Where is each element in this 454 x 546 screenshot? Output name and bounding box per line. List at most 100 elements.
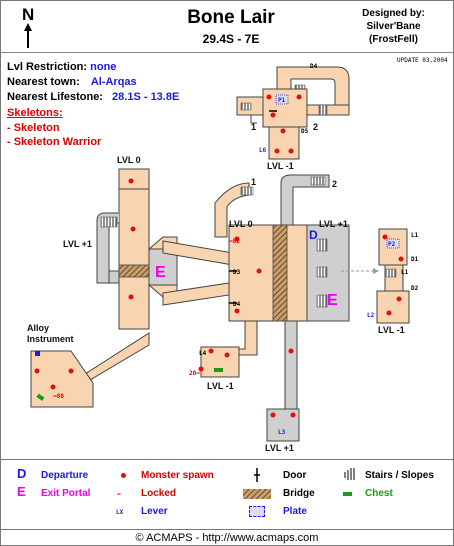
connector-2-top: 2 [313, 122, 319, 132]
monster-spawn-marker [34, 368, 40, 374]
legend-locked-icon: ⊸ [117, 491, 121, 498]
door-label-d1: D1 [411, 256, 419, 263]
nearest-lifestone-label: Nearest Lifestone: [7, 91, 103, 103]
top-level-minus1-area [236, 66, 350, 160]
level-restriction: Lvl Restriction: none [7, 61, 116, 73]
locked-80: ⊸80 [53, 393, 64, 400]
monster-spawn-marker [288, 348, 294, 354]
label-lvl1-left: LVL +1 [63, 239, 92, 249]
header-divider [1, 52, 453, 53]
lever-label-l2: L2 [367, 312, 375, 319]
monster-skeleton: - Skeleton [7, 122, 60, 134]
legend-stairs: Stairs / Slopes [365, 470, 434, 481]
legend-exit-portal: Exit Portal [41, 488, 91, 499]
locked-80-value: 80 [56, 393, 64, 400]
exit-portal-marker-left: E [155, 264, 166, 281]
map-coordinates: 29.4S - 7E [202, 32, 260, 46]
locked-82: ⊸82 [229, 238, 240, 245]
monster-spawn-marker [382, 234, 388, 240]
dungeon-map [30, 66, 410, 442]
legend-departure: Departure [41, 470, 89, 481]
skeletons-title: Skeletons: [7, 107, 63, 119]
plate-label-p1: P1 [278, 97, 286, 104]
door-label-d2: D2 [411, 285, 419, 292]
monster-spawn-marker [130, 226, 136, 232]
legend-chest: Chest [365, 488, 393, 499]
monster-spawn-marker [198, 366, 204, 372]
label-lvl-minus1-bottom: LVL -1 [207, 381, 234, 391]
lever-label-l1-a: L1 [411, 232, 419, 239]
legend-spawn-icon [121, 473, 126, 478]
locked-20-value: 20 [189, 370, 197, 377]
label-lvl-minus1-top: LVL -1 [267, 161, 294, 171]
monster-spawn-marker [224, 352, 230, 358]
legend-door-icon [254, 468, 260, 482]
monster-spawn-marker [280, 128, 286, 134]
connector-2-mid: 2 [332, 179, 338, 189]
label-lvl1-center: LVL +1 [319, 219, 348, 229]
legend-exit-symbol: E [17, 484, 26, 499]
legend: D Departure E Exit Portal Monster spawn … [1, 459, 453, 528]
nearest-town-value: Al-Arqas [90, 76, 137, 88]
monster-spawn-marker [266, 94, 272, 100]
alloy-instrument-marker [35, 351, 40, 356]
north-arrow-icon [24, 23, 32, 48]
credits-author: Silver'Bane [366, 21, 421, 32]
monster-spawn-marker [270, 112, 276, 118]
legend-lever: Lever [141, 506, 168, 517]
legend-plate-icon [249, 506, 265, 517]
legend-monster-spawn: Monster spawn [141, 470, 214, 481]
monster-spawn-marker [50, 384, 56, 390]
copyright: © ACMAPS - http://www.acmaps.com [1, 529, 453, 544]
legend-chest-icon [343, 492, 352, 496]
monster-spawn-marker [270, 412, 276, 418]
nearest-lifestone-value: 28.1S - 13.8E [112, 91, 180, 103]
door-label-d4: D4 [233, 301, 241, 308]
legend-bridge-icon [243, 489, 271, 499]
monster-spawn-marker [398, 256, 404, 262]
monster-spawn-marker [128, 178, 134, 184]
level-restriction-label: Lvl Restriction: [7, 61, 88, 73]
central-area [200, 174, 350, 442]
monster-spawn-marker [128, 294, 134, 300]
monster-spawn-marker [68, 368, 74, 374]
legend-plate: Plate [283, 506, 307, 517]
alloy-instrument-label: Alloy Instrument [27, 323, 74, 345]
door-label-d5: D5 [301, 128, 309, 135]
chest-marker [214, 368, 223, 372]
plate-label-p2: P2 [388, 241, 396, 248]
monster-spawn-marker [290, 412, 296, 418]
monster-spawn-marker [296, 94, 302, 100]
monster-spawn-marker [274, 148, 280, 154]
monster-spawn-marker [288, 148, 294, 154]
label-lvl-minus1-right: LVL -1 [378, 325, 405, 335]
label-lvl1-bottom: LVL +1 [265, 443, 294, 453]
nearest-town-label: Nearest town: [7, 76, 80, 88]
monster-spawn-marker [256, 268, 262, 274]
monster-skeleton-warrior: - Skeleton Warrior [7, 136, 102, 148]
monster-spawn-marker [234, 308, 240, 314]
monster-spawn-marker [234, 236, 240, 242]
credits-block: Designed by: Silver'Bane (FrostFell) [336, 7, 451, 46]
monster-spawn-marker [208, 348, 214, 354]
locked-82-value: 82 [232, 238, 240, 245]
legend-locked: Locked [141, 488, 177, 499]
label-lvl0-left: LVL 0 [117, 155, 141, 165]
door-label-d4-top: D4 [310, 63, 318, 70]
alloy-label-line1: Alloy [27, 323, 50, 333]
map-title: Bone Lair [187, 7, 275, 28]
nearest-town: Nearest town: Al-Arqas [7, 76, 137, 88]
level-restriction-value: none [90, 61, 117, 73]
skeletons-heading: Skeletons: [7, 107, 63, 119]
alloy-label-line2: Instrument [27, 334, 74, 344]
lever-label-l1-b: L1 [401, 269, 409, 276]
lever-label-l6: L6 [259, 147, 267, 154]
nearest-lifestone: Nearest Lifestone: 28.1S - 13.8E [7, 91, 179, 103]
legend-bridge: Bridge [283, 488, 315, 499]
compass-north-label: N [22, 5, 35, 24]
departure-marker: D [309, 228, 318, 242]
left-level0-area [30, 168, 234, 408]
monster-spawn-marker [396, 296, 402, 302]
update-date: UPDATE 03.2004 [397, 57, 448, 64]
connector-1-top: 1 [251, 122, 257, 132]
